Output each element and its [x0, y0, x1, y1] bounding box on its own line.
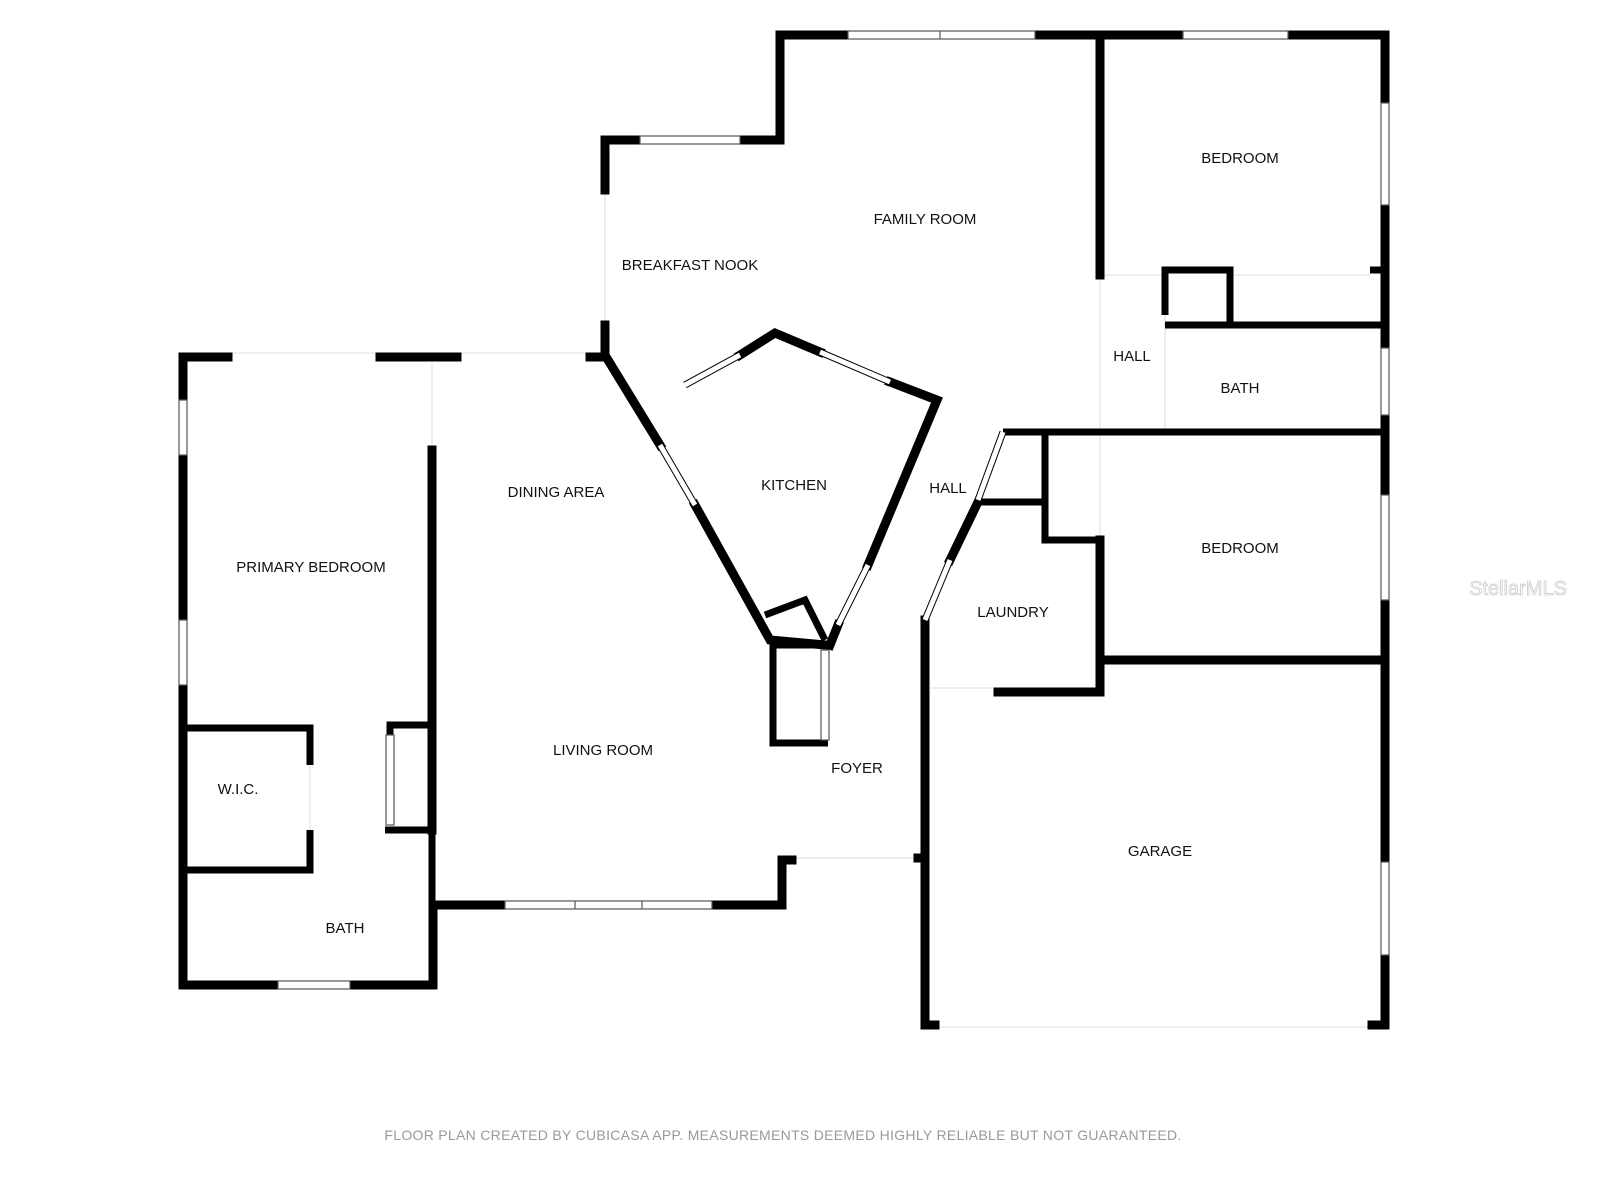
label-bedroom-2: BEDROOM	[1201, 540, 1279, 557]
label-bedroom-1: BEDROOM	[1201, 150, 1279, 167]
footer-disclaimer: FLOOR PLAN CREATED BY CUBICASA APP. MEAS…	[384, 1127, 1181, 1143]
label-breakfast-nook: BREAKFAST NOOK	[622, 257, 758, 274]
room-labels: FAMILY ROOM BREAKFAST NOOK BEDROOM HALL …	[218, 150, 1279, 937]
label-family-room: FAMILY ROOM	[874, 211, 977, 228]
openings	[228, 190, 1372, 1028]
label-foyer: FOYER	[831, 760, 883, 777]
label-kitchen: KITCHEN	[761, 477, 827, 494]
label-hall-1: HALL	[1113, 348, 1151, 365]
label-bath-2: BATH	[326, 920, 365, 937]
label-living-room: LIVING ROOM	[553, 742, 653, 759]
windows	[178, 30, 1390, 990]
label-wic: W.I.C.	[218, 781, 259, 798]
label-bath-1: BATH	[1221, 380, 1260, 397]
walls	[178, 30, 1390, 1030]
label-garage: GARAGE	[1128, 843, 1192, 860]
label-dining-area: DINING AREA	[508, 484, 605, 501]
label-hall-2: HALL	[929, 480, 967, 497]
label-laundry: LAUNDRY	[977, 604, 1048, 621]
watermark: StellarMLS	[1469, 578, 1567, 600]
label-primary-bedroom: PRIMARY BEDROOM	[236, 559, 385, 576]
